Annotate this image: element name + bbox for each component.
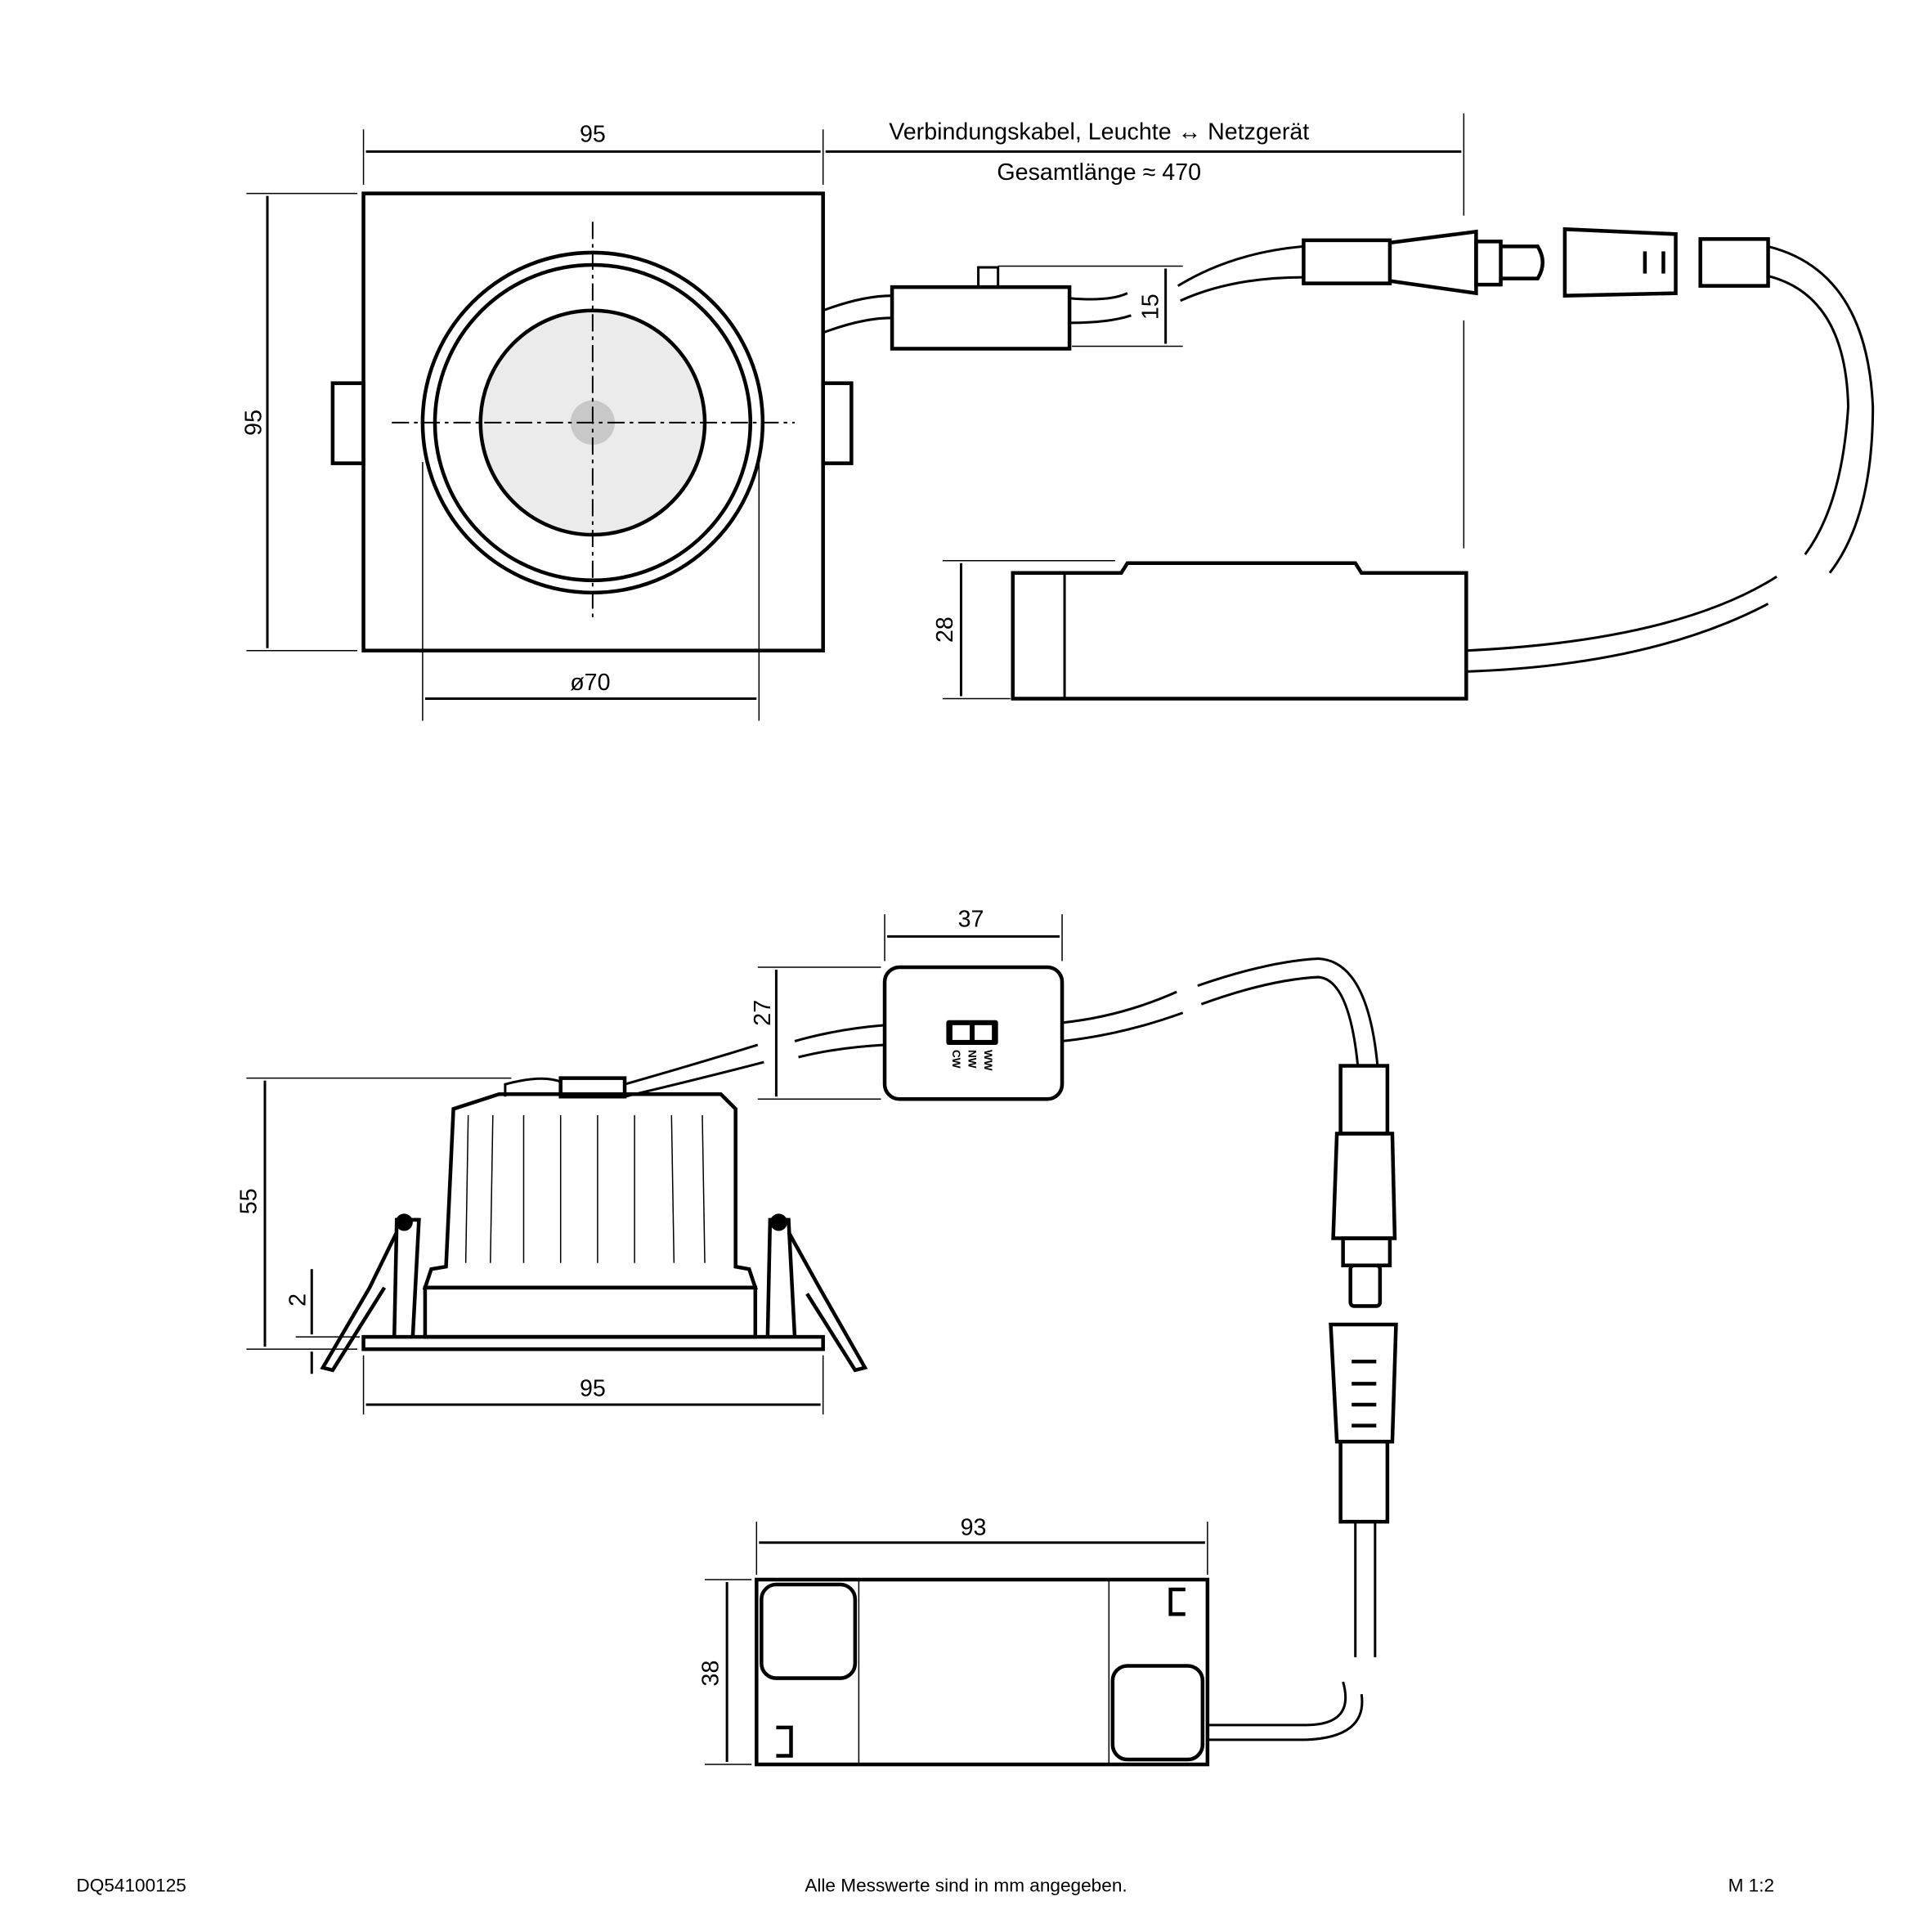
- height-side-dim: 55: [235, 1188, 262, 1214]
- article-number: DQ54100125: [76, 1875, 186, 1895]
- height-dim: 95: [240, 410, 267, 436]
- width-dim: 95: [580, 121, 606, 147]
- switch-label-nw: NW: [966, 1050, 979, 1069]
- driver-height-side-dim: 38: [698, 1661, 724, 1687]
- side-dimensions: 37 27 55 2 95 93 38: [235, 906, 1208, 1765]
- measurement-note: Alle Messwerte sind in mm angegeben.: [805, 1875, 1127, 1895]
- driver-top: [1011, 561, 1468, 701]
- width-side-dim: 95: [580, 1375, 606, 1401]
- top-cable-assembly: [823, 226, 1875, 701]
- diameter-dim: ø70: [570, 670, 610, 696]
- side-switch-box: CW NW WW: [794, 957, 1398, 1741]
- switch-box-top: [890, 285, 1072, 351]
- driver-width-dim: 93: [961, 1515, 987, 1541]
- switch-width-dim: 37: [958, 906, 984, 932]
- side-view-luminaire: [320, 1043, 868, 1373]
- cable-length: Gesamtlänge ≈ 470: [997, 159, 1201, 186]
- driver-height-dim: 28: [932, 616, 958, 643]
- scale-label: M 1:2: [1728, 1875, 1775, 1895]
- switch-label-cw: CW: [950, 1050, 962, 1069]
- switch-height-side-dim: 27: [750, 1000, 776, 1026]
- flange-dim: 2: [285, 1293, 312, 1307]
- top-dimensions: 95 95 ø70 Verbindungskabel, Leuchte ↔ Ne…: [240, 113, 1465, 721]
- cable-title: Verbindungskabel, Leuchte ↔ Netzgerät: [889, 119, 1309, 145]
- side-driver: [755, 1577, 1210, 1767]
- switch-height-dim: 15: [1138, 294, 1164, 320]
- footer: DQ54100125 Alle Messwerte sind in mm ang…: [76, 1875, 1774, 1895]
- switch-label-ww: WW: [982, 1050, 994, 1071]
- top-view-luminaire: [330, 191, 854, 652]
